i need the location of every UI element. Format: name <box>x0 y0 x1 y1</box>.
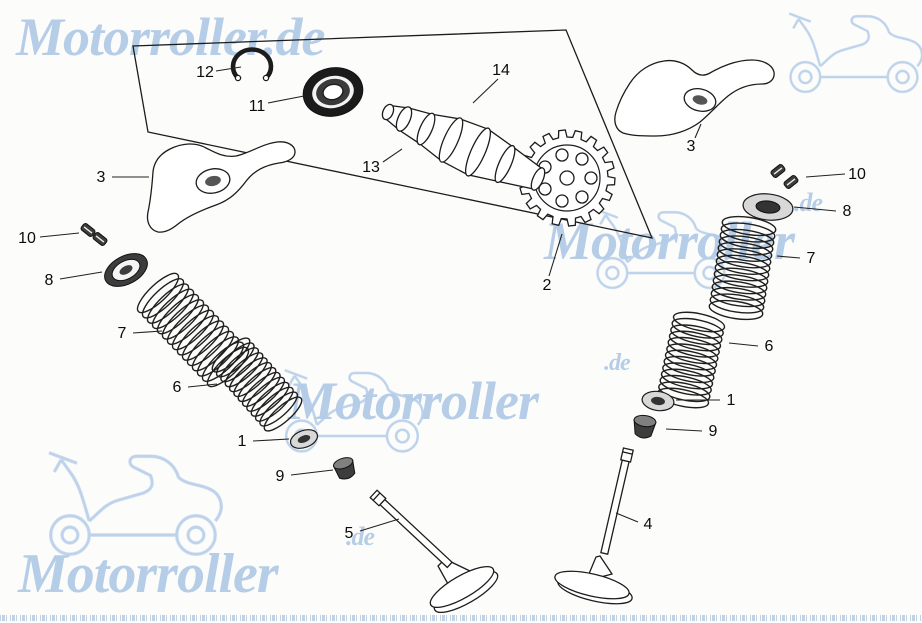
svg-text:3: 3 <box>97 169 106 186</box>
bottom-watermark-strip <box>0 615 922 621</box>
inner-valve-spring-left <box>211 337 303 432</box>
circlip-part <box>230 47 274 82</box>
valve-stem-seal-right <box>633 414 657 439</box>
camshaft-sprocket <box>518 129 616 227</box>
callout-10-left: 10 <box>18 230 80 247</box>
svg-text:12: 12 <box>196 64 214 81</box>
intake-valve <box>369 489 499 614</box>
valve-stem-seal-left <box>332 457 356 480</box>
inner-valve-spring-right <box>656 311 726 409</box>
spring-retainer-right <box>742 193 794 221</box>
callout-8-right: 8 <box>793 203 852 220</box>
callout-8-left: 8 <box>45 271 103 289</box>
callout-1-left: 1 <box>238 433 290 450</box>
watermark-domain-center: .de <box>604 350 631 376</box>
svg-text:9: 9 <box>276 468 285 485</box>
callout-3-right: 3 <box>687 123 702 155</box>
watermark-domain-mid: .de <box>794 188 823 217</box>
svg-text:8: 8 <box>843 203 852 220</box>
svg-text:11: 11 <box>249 98 266 115</box>
callout-6-right: 6 <box>728 338 774 355</box>
spring-seat-left <box>289 429 319 449</box>
callout-6-left: 6 <box>173 379 218 396</box>
callout-2: 2 <box>543 233 563 294</box>
callout-5: 5 <box>345 518 400 542</box>
rocker-arm-right <box>614 59 775 137</box>
ball-bearing-part <box>302 67 364 117</box>
outer-valve-spring-left <box>136 272 250 388</box>
spring-seat-right <box>641 390 675 412</box>
svg-text:7: 7 <box>118 325 127 342</box>
svg-text:2: 2 <box>543 277 552 294</box>
watermark-domain-bottom: .de <box>346 522 375 551</box>
exhaust-valve <box>554 447 635 605</box>
callout-1-right: 1 <box>676 392 736 409</box>
callout-7-right: 7 <box>776 250 816 267</box>
svg-text:10: 10 <box>18 230 36 247</box>
callout-10-right: 10 <box>805 166 866 183</box>
watermark-brand-center: Motorroller <box>288 371 539 431</box>
svg-text:4: 4 <box>644 516 653 533</box>
svg-text:5: 5 <box>345 525 354 542</box>
callouts: 12 11 14 13 2 3 <box>18 62 866 542</box>
svg-text:10: 10 <box>848 166 866 183</box>
callout-11: 11 <box>249 95 305 115</box>
watermark-brand-top-left: Motorroller.de <box>16 7 326 67</box>
assembly-box-outline <box>132 29 654 239</box>
scooter-icon <box>594 208 731 290</box>
svg-text:6: 6 <box>173 379 182 396</box>
callout-9-right: 9 <box>665 423 718 440</box>
rocker-arm-left <box>146 141 296 233</box>
callout-3-left: 3 <box>97 169 149 186</box>
svg-text:9: 9 <box>709 423 718 440</box>
callout-9-left: 9 <box>276 468 334 485</box>
callout-4: 4 <box>615 512 653 533</box>
callout-14: 14 <box>472 62 510 104</box>
scooter-watermarks <box>47 12 922 556</box>
svg-text:14: 14 <box>492 62 510 79</box>
svg-text:8: 8 <box>45 272 54 289</box>
valve-keepers-right <box>770 164 799 189</box>
callout-7-left: 7 <box>118 325 163 342</box>
camshaft-part <box>381 103 546 191</box>
svg-text:1: 1 <box>727 392 736 409</box>
scooter-icon <box>47 451 223 556</box>
outer-valve-spring-right <box>708 215 777 321</box>
svg-text:6: 6 <box>765 338 774 355</box>
svg-text:1: 1 <box>238 433 247 450</box>
svg-text:13: 13 <box>362 159 380 176</box>
svg-text:3: 3 <box>687 138 696 155</box>
spring-retainer-left <box>104 253 148 287</box>
valve-keepers-left <box>80 223 108 246</box>
svg-text:7: 7 <box>807 250 816 267</box>
scooter-icon <box>787 12 922 94</box>
callout-13: 13 <box>362 148 403 176</box>
callout-12: 12 <box>196 64 242 81</box>
